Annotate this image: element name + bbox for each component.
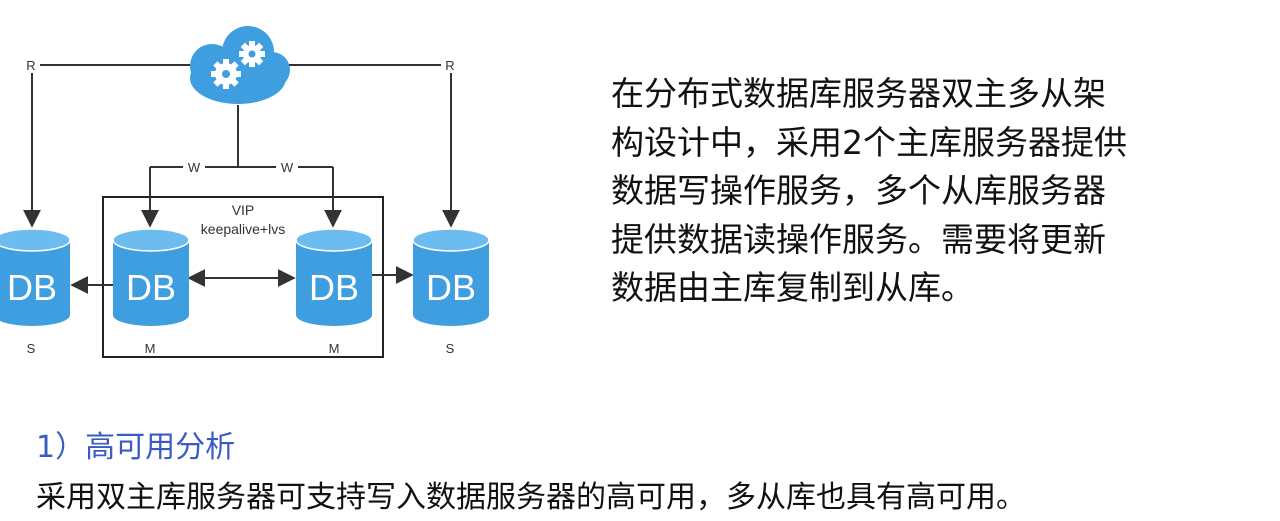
cloud-gears-icon	[190, 26, 290, 104]
section-body: 采用双主库服务器可支持写入数据服务器的高可用，多从库也具有高可用。	[36, 480, 1026, 515]
description-line: 数据由主库复制到从库。	[611, 268, 974, 307]
db-role-label: M	[329, 341, 340, 356]
db-label: DB	[126, 267, 176, 308]
db-slave-left: DB	[0, 228, 71, 326]
read-connector-left	[23, 64, 192, 228]
db-label: DB	[309, 267, 359, 308]
read-label-right: R	[445, 58, 454, 73]
db-role-label: M	[145, 341, 156, 356]
description-line: 数据写操作服务，多个从库服务器	[611, 171, 1106, 210]
db-label: DB	[7, 267, 57, 308]
vip-subtitle: keepalive+lvs	[201, 221, 285, 237]
db-master-right: DB	[295, 228, 373, 326]
write-connector	[141, 105, 342, 228]
db-role-label: S	[446, 341, 455, 356]
description-line: 提供数据读操作服务。需要将更新	[611, 219, 1106, 259]
architecture-description: 在分布式数据库服务器双主多从架 构设计中，采用2个主库服务器提供 数据写操作服务…	[611, 70, 1231, 313]
db-slave-right: DB	[412, 228, 490, 326]
db-label: DB	[426, 267, 476, 308]
read-connector-right	[286, 64, 460, 228]
write-label-right: W	[281, 160, 294, 175]
description-line: 在分布式数据库服务器双主多从架	[611, 74, 1106, 113]
db-role-label: S	[27, 341, 36, 356]
vip-title: VIP	[232, 202, 255, 218]
db-master-left: DB	[112, 228, 190, 326]
read-label-left: R	[26, 58, 35, 73]
architecture-diagram: R R W W VIP keepalive+lvs DB	[0, 26, 490, 358]
section-heading: 1）高可用分析	[36, 430, 236, 465]
write-label-left: W	[188, 160, 201, 175]
description-line: 构设计中，采用2个主库服务器提供	[611, 122, 1127, 162]
vip-box	[102, 196, 384, 358]
